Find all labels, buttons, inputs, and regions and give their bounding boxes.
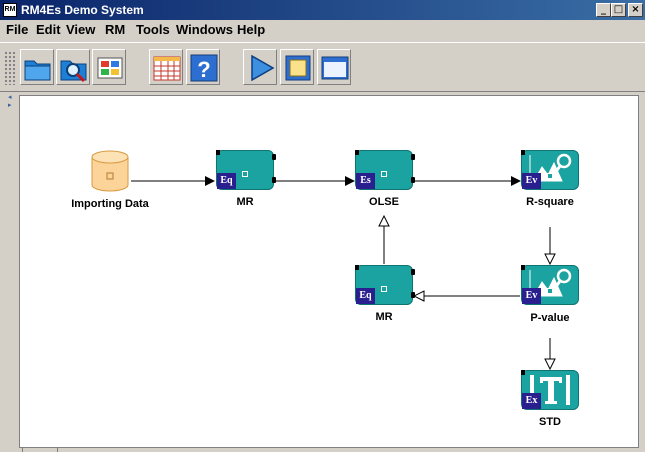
search-button[interactable] xyxy=(56,49,90,85)
run-button[interactable] xyxy=(243,49,277,85)
open-folder-icon xyxy=(24,60,51,81)
table-icon xyxy=(153,56,181,81)
node-label: R-square xyxy=(526,196,574,208)
menu-rm[interactable]: RM xyxy=(105,22,126,37)
node-square xyxy=(547,173,553,179)
svg-text:?: ? xyxy=(197,57,210,82)
minimize-button[interactable]: _ xyxy=(596,3,611,17)
dashboard-button[interactable] xyxy=(92,49,126,85)
run-icon xyxy=(251,54,275,82)
output-port[interactable] xyxy=(411,154,415,160)
node-body: Ev xyxy=(521,265,579,305)
edges-layer xyxy=(131,176,640,449)
node-label: STD xyxy=(539,416,561,428)
node-body: Ex xyxy=(521,370,579,410)
output-port[interactable] xyxy=(272,154,276,160)
menu-bar: File Edit View RM Tools Windows Help xyxy=(0,20,645,40)
node-label: Importing Data xyxy=(71,198,149,210)
node-square xyxy=(242,171,248,177)
dashboard-icon xyxy=(97,57,123,79)
node-tag: Ev xyxy=(522,173,541,189)
node-tag: Ex xyxy=(522,393,541,409)
database-icon xyxy=(91,150,129,192)
workflow-canvas[interactable]: Importing Data Eq MR Es OLSE xyxy=(19,95,639,448)
title-bar[interactable]: RM RM4Es Demo System _ □ × xyxy=(0,0,645,20)
node-body: Eq xyxy=(216,150,276,190)
toolbar: ? xyxy=(0,42,645,92)
stop-icon xyxy=(285,55,311,81)
splitter-arrows[interactable]: ◂▸ xyxy=(8,94,12,109)
node-body: Ev xyxy=(521,150,579,190)
node-importing-data[interactable] xyxy=(90,149,130,198)
node-tag: Eq xyxy=(356,288,375,304)
input-port[interactable] xyxy=(355,150,359,155)
output-port[interactable] xyxy=(272,177,276,183)
window-icon xyxy=(321,56,349,80)
node-label: MR xyxy=(236,196,254,208)
close-button[interactable]: × xyxy=(628,3,643,17)
node-tag: Eq xyxy=(217,173,236,189)
node-tag: Es xyxy=(356,173,375,189)
node-square xyxy=(381,171,387,177)
toolbar-grip[interactable] xyxy=(4,51,16,85)
menu-view[interactable]: View xyxy=(66,22,96,37)
menu-windows[interactable]: Windows xyxy=(176,22,233,37)
bottom-tab[interactable] xyxy=(22,447,58,452)
input-port[interactable] xyxy=(521,265,525,270)
node-body: Eq xyxy=(355,265,415,305)
help-icon: ? xyxy=(190,54,218,82)
menu-file[interactable]: File xyxy=(6,22,29,37)
input-port[interactable] xyxy=(521,370,525,375)
node-square xyxy=(381,286,387,292)
menu-tools[interactable]: Tools xyxy=(136,22,170,37)
output-port[interactable] xyxy=(411,292,415,298)
input-port[interactable] xyxy=(355,265,359,270)
window-button[interactable] xyxy=(317,49,351,85)
search-folder-icon xyxy=(60,60,87,83)
maximize-button[interactable]: □ xyxy=(611,3,626,17)
window-title: RM4Es Demo System xyxy=(21,3,144,17)
node-tag: Ev xyxy=(522,288,541,304)
node-label: MR xyxy=(375,311,393,323)
node-body: Es xyxy=(355,150,415,190)
open-button[interactable] xyxy=(20,49,54,85)
node-label: P-value xyxy=(530,312,570,324)
table-button[interactable] xyxy=(149,49,183,85)
app-icon[interactable]: RM xyxy=(3,3,17,17)
menu-help[interactable]: Help xyxy=(237,22,266,37)
output-port[interactable] xyxy=(411,269,415,275)
menu-edit[interactable]: Edit xyxy=(36,22,61,37)
output-port[interactable] xyxy=(411,177,415,183)
stop-button[interactable] xyxy=(280,49,314,85)
node-label: OLSE xyxy=(369,196,399,208)
help-button[interactable]: ? xyxy=(186,49,220,85)
node-square xyxy=(547,288,553,294)
input-port[interactable] xyxy=(521,150,525,155)
input-port[interactable] xyxy=(216,150,220,155)
text-t-icon xyxy=(530,375,570,405)
